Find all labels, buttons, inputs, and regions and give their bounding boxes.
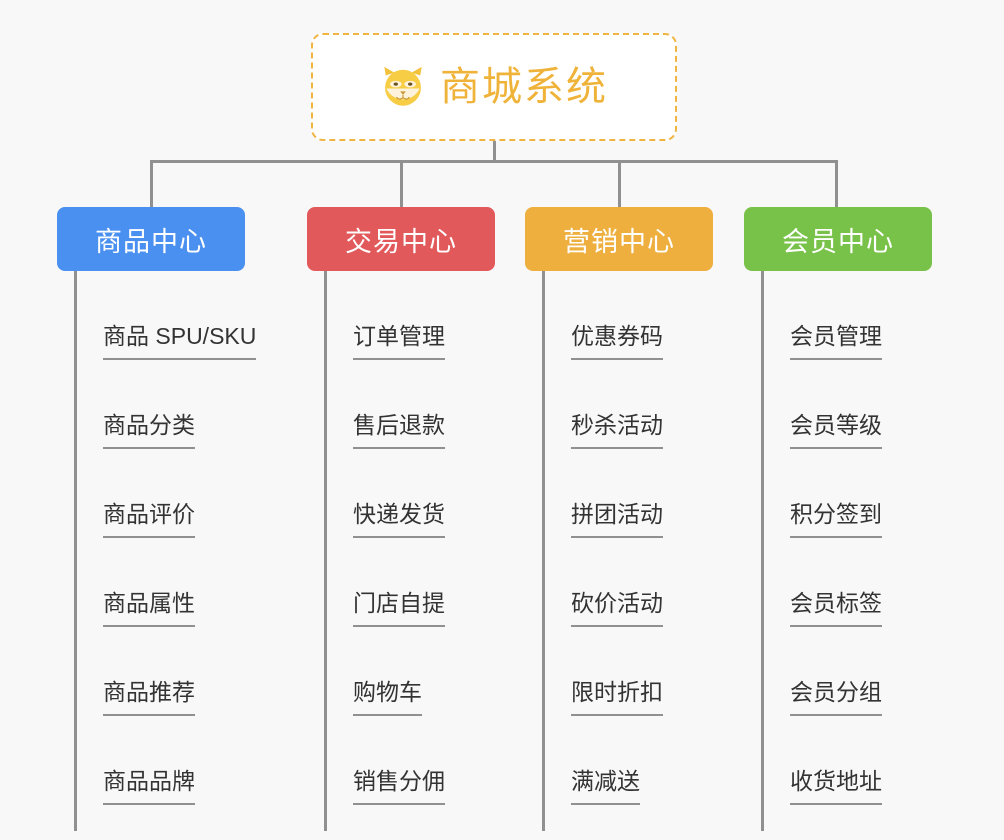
branch-spine-3 [542,271,545,831]
leaf-item[interactable]: 订单管理 [307,271,495,360]
leaf-item[interactable]: 会员管理 [744,271,932,360]
leaf-item[interactable]: 门店自提 [307,538,495,627]
leaf-item[interactable]: 砍价活动 [525,538,713,627]
branch-column-1: 商品中心 商品 SPU/SKU 商品分类 商品评价 商品属性 商品推荐 商品品牌 [57,207,257,831]
connector-root-stem [493,141,496,163]
branch-spine-4 [761,271,764,831]
leaf-item[interactable]: 商品属性 [57,538,245,627]
leaf-list-3: 优惠券码 秒杀活动 拼团活动 砍价活动 限时折扣 满减送 [525,271,713,805]
branch-header-label: 商品中心 [95,226,207,257]
leaf-label: 收货地址 [790,768,882,805]
dog-face-icon [380,64,426,110]
leaf-item[interactable]: 会员分组 [744,627,932,716]
branch-column-4: 会员中心 会员管理 会员等级 积分签到 会员标签 会员分组 收货地址 [744,207,932,831]
branch-column-3: 营销中心 优惠券码 秒杀活动 拼团活动 砍价活动 限时折扣 满减送 [525,207,713,831]
leaf-item[interactable]: 限时折扣 [525,627,713,716]
leaf-item[interactable]: 优惠券码 [525,271,713,360]
branch-header-label: 营销中心 [563,226,675,257]
leaf-item[interactable]: 商品评价 [57,449,245,538]
leaf-item[interactable]: 会员标签 [744,538,932,627]
connector-drop-4 [835,160,838,207]
root-title: 商城系统 [440,65,608,109]
branch-header-4[interactable]: 会员中心 [744,207,932,271]
leaf-item[interactable]: 会员等级 [744,360,932,449]
branch-header-label: 交易中心 [345,226,457,257]
leaf-item[interactable]: 秒杀活动 [525,360,713,449]
leaf-label: 销售分佣 [353,768,445,805]
leaf-label: 会员分组 [790,679,882,716]
leaf-label: 商品品牌 [103,768,195,805]
leaf-label: 秒杀活动 [571,412,663,449]
leaf-list-2: 订单管理 售后退款 快递发货 门店自提 购物车 销售分佣 [307,271,495,805]
branch-header-3[interactable]: 营销中心 [525,207,713,271]
leaf-label: 砍价活动 [571,590,663,627]
connector-horizontal-bus [150,160,838,163]
leaf-label: 快递发货 [353,501,445,538]
leaf-item[interactable]: 满减送 [525,716,713,805]
branch-column-2: 交易中心 订单管理 售后退款 快递发货 门店自提 购物车 销售分佣 [307,207,495,831]
leaf-label: 订单管理 [353,323,445,360]
leaf-item[interactable]: 售后退款 [307,360,495,449]
branch-spine-1 [74,271,77,831]
leaf-label: 商品 SPU/SKU [103,323,257,360]
leaf-item[interactable]: 商品分类 [57,360,245,449]
leaf-item[interactable]: 购物车 [307,627,495,716]
leaf-item[interactable]: 积分签到 [744,449,932,538]
leaf-label: 限时折扣 [571,679,663,716]
branch-header-1[interactable]: 商品中心 [57,207,245,271]
branch-header-2[interactable]: 交易中心 [307,207,495,271]
branch-header-label: 会员中心 [782,226,894,257]
leaf-label: 商品推荐 [103,679,195,716]
leaf-label: 商品属性 [103,590,195,627]
leaf-label: 会员管理 [790,323,882,360]
leaf-item[interactable]: 快递发货 [307,449,495,538]
leaf-item[interactable]: 拼团活动 [525,449,713,538]
leaf-label: 优惠券码 [571,323,663,360]
connector-drop-1 [150,160,153,207]
leaf-label: 门店自提 [353,590,445,627]
leaf-item[interactable]: 商品品牌 [57,716,245,805]
leaf-label: 满减送 [571,768,640,805]
leaf-label: 购物车 [353,679,422,716]
leaf-item[interactable]: 商品推荐 [57,627,245,716]
leaf-item[interactable]: 销售分佣 [307,716,495,805]
leaf-label: 售后退款 [353,412,445,449]
leaf-label: 会员标签 [790,590,882,627]
leaf-label: 会员等级 [790,412,882,449]
root-node[interactable]: 商城系统 [311,33,677,141]
branch-spine-2 [324,271,327,831]
leaf-label: 拼团活动 [571,501,663,538]
leaf-item[interactable]: 商品 SPU/SKU [57,271,257,360]
leaf-list-4: 会员管理 会员等级 积分签到 会员标签 会员分组 收货地址 [744,271,932,805]
leaf-label: 商品评价 [103,501,195,538]
connector-drop-2 [400,160,403,207]
leaf-item[interactable]: 收货地址 [744,716,932,805]
connector-drop-3 [618,160,621,207]
leaf-list-1: 商品 SPU/SKU 商品分类 商品评价 商品属性 商品推荐 商品品牌 [57,271,257,805]
leaf-label: 积分签到 [790,501,882,538]
leaf-label: 商品分类 [103,412,195,449]
